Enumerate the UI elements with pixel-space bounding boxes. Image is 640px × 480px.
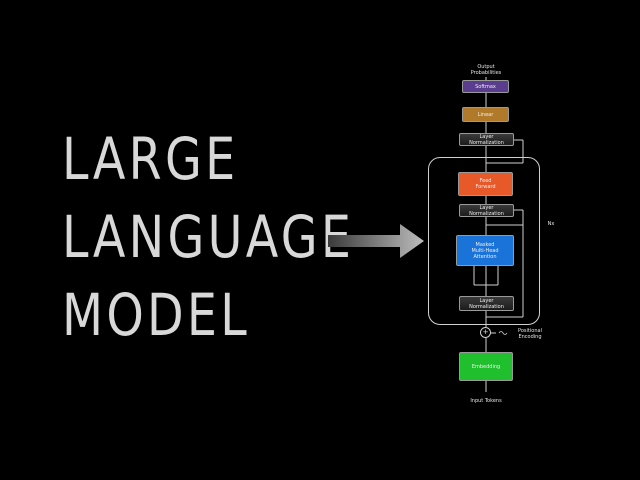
title-line-large: LARGE [62,125,239,193]
title-line-model: MODEL [62,281,251,349]
positional-encoding-label: Positional Encoding [518,328,542,340]
feed-forward-block: Feed Forward [458,172,513,196]
pointer-arrow-icon [328,224,424,258]
softmax-block: Softmax [462,80,509,93]
output-probabilities-label: Output Probabilities [470,64,502,76]
layer-norm-bottom-block: Layer Normalization [459,296,514,311]
title-line-language: LANGUAGE [62,203,355,271]
repeat-nx-label: Nx [547,221,555,227]
masked-attention-block: Masked Multi-Head Attention [456,235,514,266]
layer-norm-top-block: Layer Normalization [459,133,514,146]
layer-norm-mid-block: Layer Normalization [459,204,514,217]
add-operator-icon: + [480,327,491,338]
linear-block: Linear [462,107,509,122]
embedding-block: Embedding [459,352,513,381]
input-tokens-label: Input Tokens [470,398,502,404]
transformer-layer-block [428,157,540,325]
